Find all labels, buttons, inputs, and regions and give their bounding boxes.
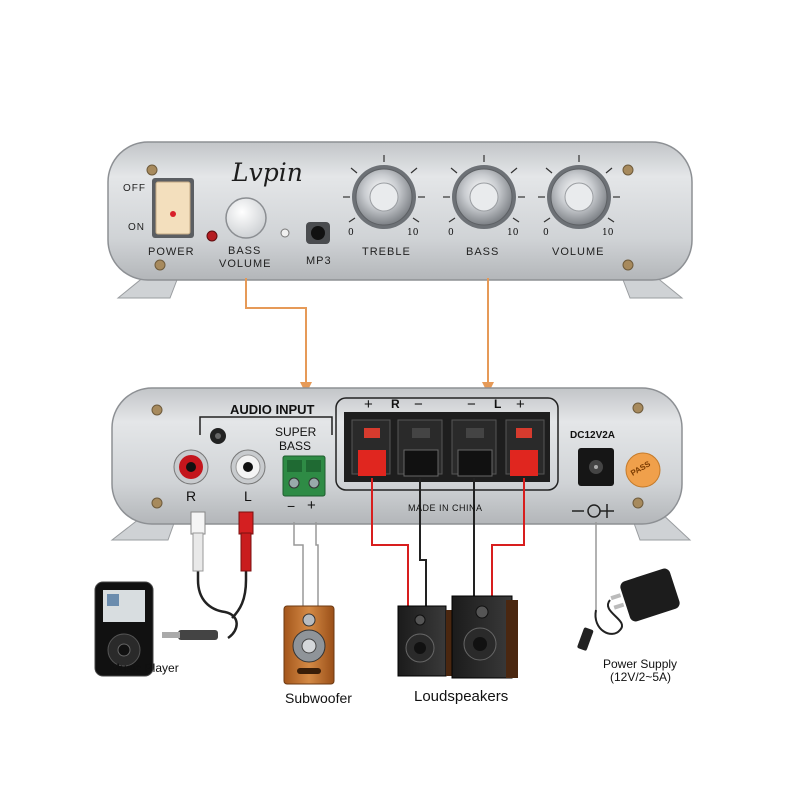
terminal-r-minus[interactable] <box>397 419 443 477</box>
pass-sticker <box>625 452 661 488</box>
volume-min-label: 0 <box>543 228 549 238</box>
treble-label: TREBLE <box>362 246 411 258</box>
power-led-icon <box>206 230 218 242</box>
terminal-label-l-plus: + <box>516 396 525 413</box>
terminal-label-r-minus: − <box>414 396 423 413</box>
power-label: POWER <box>148 246 195 258</box>
music-player-label: Music Player <box>110 661 179 675</box>
off-label: OFF <box>123 183 146 194</box>
screw-icon <box>622 259 634 271</box>
terminal-r-plus[interactable] <box>351 419 391 476</box>
screw-icon <box>632 497 644 509</box>
front-panel <box>107 141 693 299</box>
power-switch[interactable] <box>155 181 191 235</box>
treble-max-label: 10 <box>407 228 419 238</box>
audio-input-label: AUDIO INPUT <box>230 402 315 417</box>
music-player-image <box>94 581 154 677</box>
terminal-label-r-plus: + <box>364 396 373 413</box>
right-loudspeaker-image <box>451 595 518 679</box>
rca-left-label: L <box>244 488 252 504</box>
screw-icon <box>151 497 163 509</box>
power-supply-spec: (12V/2~5A) <box>610 670 672 684</box>
volume-knob-label: VOLUME <box>552 246 605 258</box>
made-in-label: MADE IN CHINA <box>408 503 483 513</box>
rca-jack-left[interactable] <box>230 449 266 485</box>
connector-lines <box>245 278 489 386</box>
terminal-l-minus[interactable] <box>451 419 497 477</box>
volume-sub-label: VOLUME <box>219 258 272 270</box>
subwoofer-label: Subwoofer <box>285 690 352 706</box>
mp3-jack[interactable] <box>311 226 325 240</box>
sub-plus-label: + <box>307 497 316 514</box>
mp3-label: MP3 <box>306 255 332 267</box>
volume-max-label: 10 <box>602 228 614 238</box>
terminal-label-l: L <box>494 397 502 411</box>
dc-polarity-icon <box>572 504 614 518</box>
bass-volume-button[interactable] <box>225 197 267 239</box>
subwoofer-image <box>283 605 335 685</box>
screw-icon <box>632 402 644 414</box>
on-label: ON <box>128 222 145 233</box>
wiring <box>162 478 597 640</box>
power-supply-label: Power Supply <box>603 657 678 671</box>
super-bass-label-1: SUPER <box>275 425 317 439</box>
screw-icon <box>154 259 166 271</box>
aux-plug <box>178 630 218 640</box>
bass-min-label: 0 <box>448 228 454 238</box>
bass-knob[interactable] <box>452 165 516 229</box>
screw-icon <box>146 164 158 176</box>
rca-right-label: R <box>186 488 197 504</box>
terminal-label-r: R <box>391 397 400 411</box>
screw-icon <box>151 404 163 416</box>
bass-knob-label: BASS <box>466 246 500 258</box>
left-loudspeaker-image <box>397 605 454 677</box>
loudspeakers-label: Loudspeakers <box>414 688 509 705</box>
audio-input-bracket <box>199 416 333 435</box>
knob-scale-ticks <box>343 155 620 223</box>
screw-icon <box>622 164 634 176</box>
sub-minus-label: − <box>287 498 296 514</box>
power-adapter-image <box>577 568 680 651</box>
volume-knob[interactable] <box>547 165 611 229</box>
terminal-l-plus[interactable] <box>505 419 545 476</box>
power-dot-icon <box>170 211 176 217</box>
dc-rating-label: DC12V2A <box>570 430 616 441</box>
bass-max-label: 10 <box>507 228 519 238</box>
treble-min-label: 0 <box>348 228 354 238</box>
speaker-terminal-frame <box>335 397 559 491</box>
bass-label: BASS <box>228 245 262 257</box>
super-bass-label-2: BASS <box>279 439 312 453</box>
brand-logo: Lvpin <box>232 158 303 187</box>
back-panel <box>110 387 692 541</box>
rca-jack-right[interactable] <box>173 449 209 485</box>
bass-led-icon <box>280 228 290 238</box>
terminal-label-l-minus: − <box>467 396 476 413</box>
treble-knob[interactable] <box>352 165 416 229</box>
